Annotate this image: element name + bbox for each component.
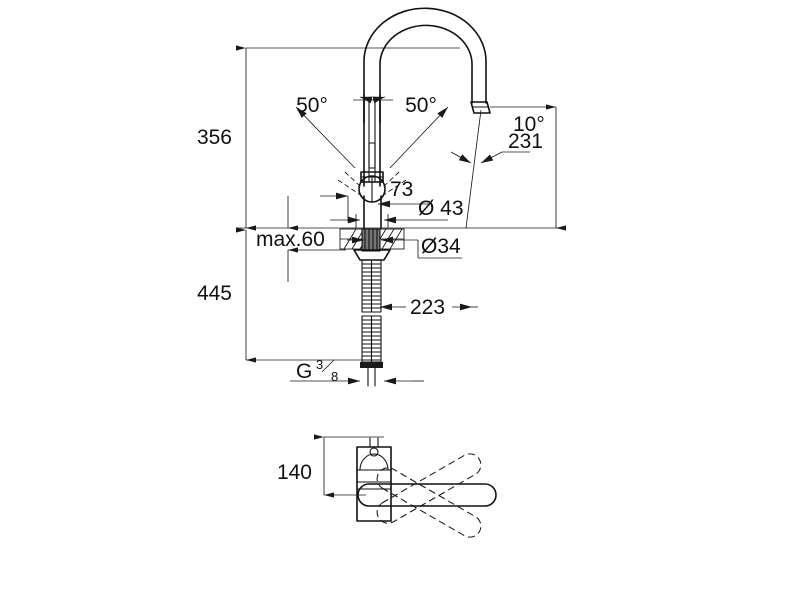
dimension-231: 231 — [490, 104, 566, 231]
dimension-thread-g38: G 3 8 — [290, 357, 424, 385]
dimension-label-445: 445 — [197, 282, 232, 305]
lever-swing-upper-dashed — [376, 453, 482, 524]
spout-arc — [363, 7, 487, 124]
dimension-diameter-34: Ø34 — [347, 235, 462, 259]
dimension-label-thread-denominator: 8 — [331, 369, 338, 384]
dimension-label-140: 140 — [277, 461, 312, 484]
dimension-356: 356 — [197, 45, 460, 231]
dimension-label-223: 223 — [410, 296, 445, 319]
spout-outlet — [470, 101, 491, 114]
cartridge-ball — [358, 175, 386, 203]
dimension-label-73: 73 — [390, 178, 413, 201]
dimension-label-356: 356 — [197, 126, 232, 149]
faucet-column — [363, 94, 381, 187]
dimension-223: 223 — [380, 296, 478, 319]
dimension-swivel-angles: 50° 50° — [295, 94, 449, 197]
dimension-diameter-43: Ø 43 — [330, 197, 464, 228]
lever-center-position — [357, 483, 497, 507]
dimension-73: 73 — [320, 178, 432, 222]
handle-top-view: 140 — [277, 434, 497, 538]
lever-swing-lower-dashed — [376, 467, 482, 538]
dimension-label-thread-main: G — [296, 360, 312, 383]
dimension-label-swivel-left: 50° — [296, 94, 328, 117]
dimension-label-231: 231 — [508, 130, 543, 153]
threaded-stud — [353, 228, 391, 261]
dimension-label-outlet-tilt: 10° — [513, 113, 545, 136]
dimension-445: 445 — [197, 227, 372, 363]
dimension-label-diameter-34: Ø34 — [421, 235, 461, 258]
supply-hoses — [360, 259, 383, 387]
dimension-label-thread-numerator: 3 — [316, 357, 323, 372]
dimension-label-max60: max.60 — [256, 228, 325, 251]
dimension-label-swivel-right: 50° — [405, 94, 437, 117]
dimension-140: 140 — [277, 434, 384, 498]
handle-body-cylinder — [356, 437, 392, 522]
dimension-max60: max.60 — [256, 196, 346, 282]
dimension-outlet-tilt: 10° — [450, 109, 545, 229]
dimension-label-diameter-43: Ø 43 — [418, 197, 464, 220]
